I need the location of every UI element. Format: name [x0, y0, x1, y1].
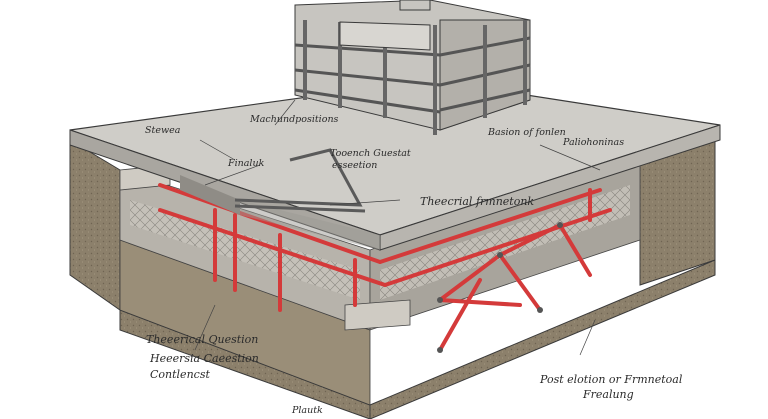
label-bottom-center: Plautk [291, 405, 323, 416]
leader-lines [194, 99, 601, 356]
label-top-right-b: Paliohoninas [562, 137, 624, 148]
label-bottom-left-c: Contlencst [150, 368, 210, 381]
label-framework: Theecrial frmnetonk [420, 195, 534, 208]
label-top-right-a: Basion of fonlen [487, 127, 566, 138]
frame-nodes [437, 222, 563, 353]
label-bottom-left-a: Theeerical Question [146, 333, 258, 346]
concrete-slab [69, 79, 721, 251]
red-shoring-frame [158, 183, 612, 352]
label-connection-b: esseetion [332, 160, 377, 171]
label-bottom-right-a: Post elotion or Frmnetoal [539, 373, 683, 386]
excavation-pit [119, 149, 641, 331]
label-bottom-right-b: Frealung [582, 388, 634, 401]
label-connection-a: Tooench Guestat [330, 148, 411, 159]
label-top-center: Machundpositions [249, 114, 339, 125]
label-slab-left: Stewea [145, 125, 181, 136]
gray-strut [234, 148, 366, 213]
label-bottom-left-b: Heeersia Caeestion [149, 352, 259, 365]
building [294, 0, 531, 135]
label-finalsh: Finaluk [227, 158, 265, 169]
soil-block [69, 124, 716, 419]
